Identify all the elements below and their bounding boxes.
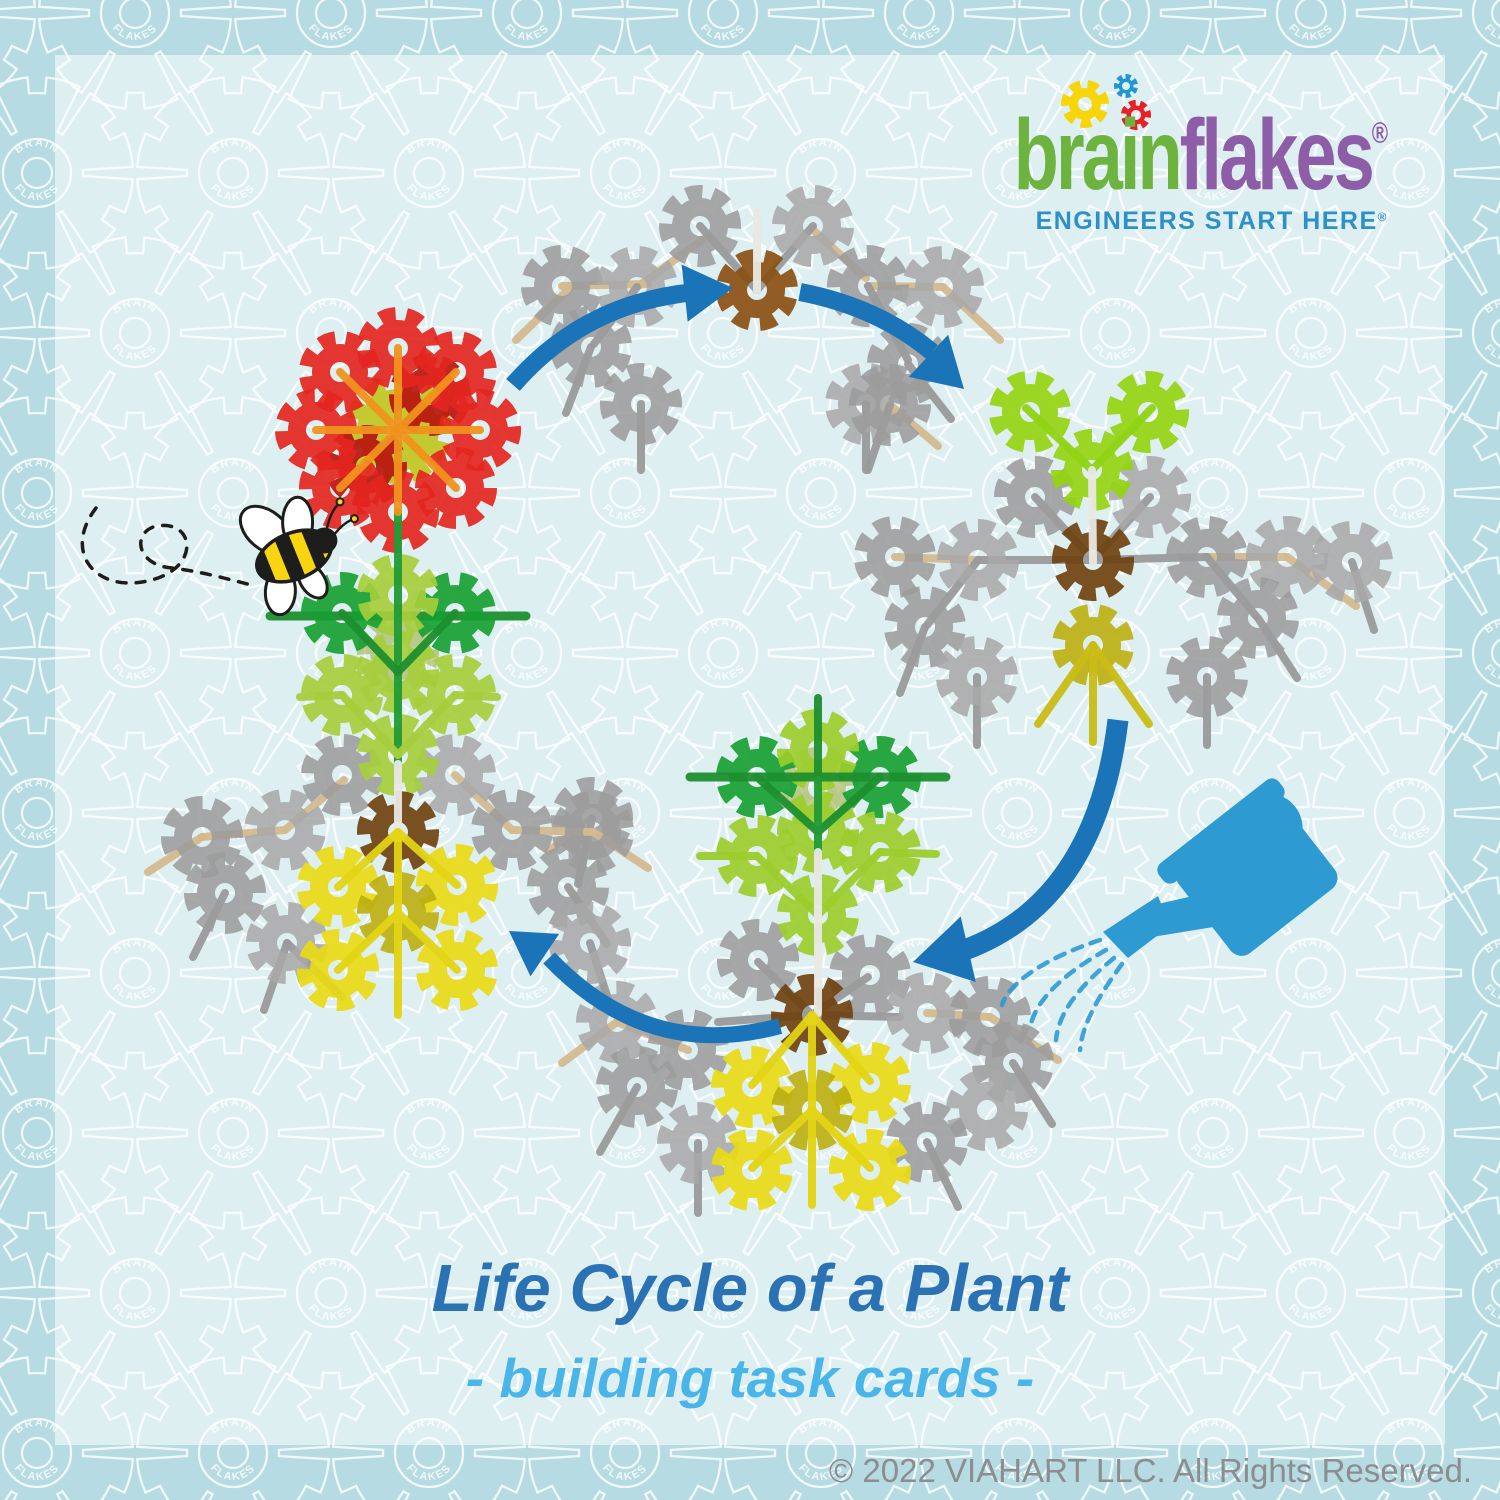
flake-piece [527, 846, 609, 928]
flake-piece [849, 364, 931, 446]
flake-piece [1311, 521, 1393, 603]
brand-tagline: ENGINEERS START HERE® [1035, 207, 1388, 235]
cycle-arrow-4 [509, 931, 783, 1044]
flake-piece [471, 789, 553, 871]
arrowhead-icon [913, 916, 976, 982]
flake-piece [884, 586, 966, 668]
stick-piece [753, 773, 822, 836]
flake-piece [299, 331, 381, 413]
stick-piece [1089, 641, 1153, 728]
stick-piece [336, 368, 402, 434]
stick-piece [808, 1106, 874, 1172]
flake-piece [711, 1129, 793, 1211]
flake-piece [1052, 519, 1134, 601]
flake-piece [659, 185, 741, 267]
flake-piece [521, 245, 603, 327]
stick-piece [394, 368, 460, 434]
brand-logo: brainflakes® ENGINEERS START HERE® [882, 105, 1388, 236]
flake-piece [552, 791, 634, 873]
stick-piece [338, 609, 402, 676]
stick-piece [753, 852, 822, 919]
cycle-arrow-2 [798, 283, 964, 389]
stick-piece [808, 1011, 874, 1085]
gear-blue-icon [1113, 73, 1138, 99]
arrowhead-icon [681, 264, 733, 322]
poster-subtitle: - building task cards - [465, 1347, 1035, 1409]
flake-piece [1109, 456, 1191, 538]
flake-piece [596, 1046, 678, 1128]
brand-wordmark: brainflakes® [1013, 105, 1388, 205]
stick-piece [1022, 404, 1096, 474]
stick-piece [1034, 641, 1097, 728]
flake-piece [902, 246, 984, 328]
stick-piece [334, 828, 402, 891]
stick-piece [338, 691, 402, 759]
flake-piece [777, 709, 859, 791]
flake-piece [1166, 516, 1248, 598]
flake-piece [1245, 515, 1329, 599]
flake-piece [886, 1101, 968, 1183]
stick-piece [814, 773, 884, 836]
cycle-arrow-1 [506, 264, 733, 391]
stick-piece [748, 1011, 816, 1089]
flake-piece [854, 516, 936, 598]
watering-can-icon [999, 778, 1338, 1053]
bee-flight-path [80, 506, 258, 588]
gear-yellow-icon [1061, 80, 1109, 128]
gear-red-icon [1121, 99, 1152, 130]
flake-piece [550, 306, 632, 388]
flake-piece [949, 976, 1031, 1058]
water-spray-icon [999, 937, 1103, 1008]
arrowhead-icon [908, 334, 964, 389]
stick-piece [394, 828, 461, 889]
stick-piece [394, 691, 459, 759]
stage-young-plant [545, 694, 1062, 1217]
flake-piece [829, 1042, 911, 1124]
cycle-arrow-3 [913, 718, 1129, 982]
stick-piece [394, 609, 459, 676]
water-spray-icon [1053, 955, 1117, 1043]
flake-piece [549, 902, 631, 984]
flake-piece [246, 902, 328, 984]
stick-piece [1088, 404, 1156, 474]
flake-piece [989, 371, 1071, 453]
stick-piece [336, 426, 402, 492]
flake-piece [244, 789, 326, 871]
stick-piece [1088, 466, 1097, 566]
stick-piece [334, 909, 402, 974]
water-spray-icon [1027, 947, 1109, 1031]
poster-title: Life Cycle of a Plant [431, 1251, 1069, 1326]
bee-icon [238, 495, 359, 617]
water-spray-icon [1077, 961, 1125, 1053]
flake-piece [829, 934, 911, 1016]
stage-germination [849, 364, 1393, 749]
flake-piece [1217, 577, 1299, 659]
flake-piece [183, 851, 267, 935]
tagline-registered-icon: ® [1377, 210, 1388, 224]
flake-piece [600, 363, 682, 445]
stick-piece [748, 1106, 816, 1172]
stick-piece [394, 426, 460, 492]
copyright-notice: © 2022 VIAHART LLC. All Rights Reserved. [828, 1452, 1472, 1489]
flake-piece [1166, 636, 1248, 718]
flake-piece [772, 185, 854, 267]
flake-piece [886, 972, 968, 1054]
registered-trademark-icon: ® [1371, 117, 1388, 150]
flake-piece [946, 1069, 1028, 1151]
brand-word-flakes: flakes [1179, 99, 1375, 211]
flake-piece [936, 636, 1018, 718]
brand-word-brain: brain [1013, 99, 1182, 211]
brand-gears-icon [1061, 73, 1152, 130]
arrowhead-icon [509, 931, 560, 977]
stick-piece [814, 848, 884, 919]
stick-piece [876, 848, 940, 858]
flake-piece [414, 654, 496, 736]
flake-piece [936, 518, 1020, 602]
flake-piece [415, 331, 497, 413]
flake-piece [717, 919, 799, 1001]
stick-piece [394, 909, 461, 974]
flake-piece [297, 846, 379, 928]
